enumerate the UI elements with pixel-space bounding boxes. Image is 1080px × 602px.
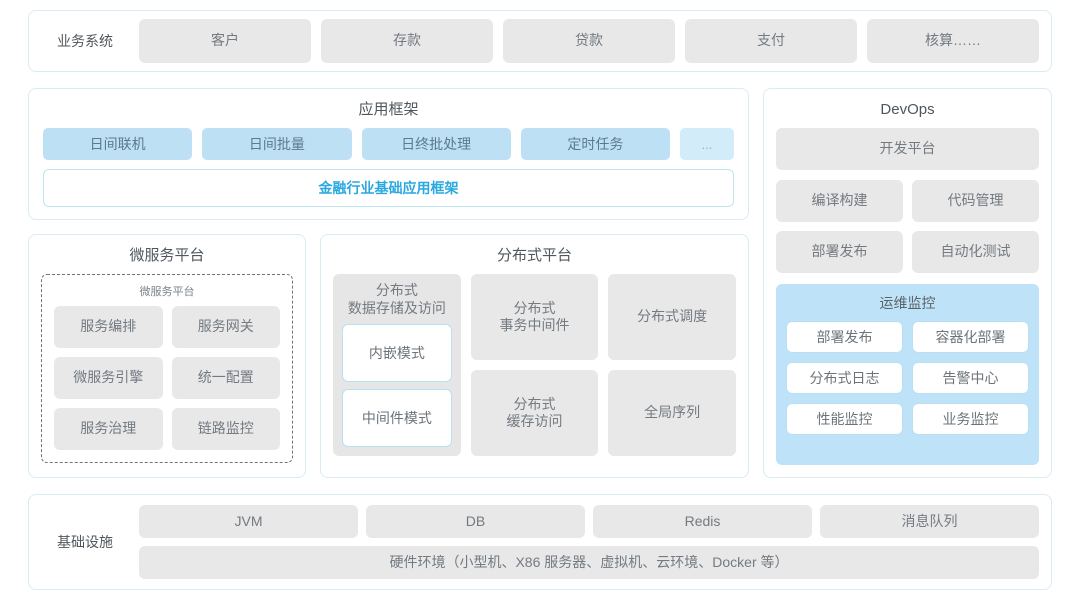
microservice-chip-trace-monitor[interactable]: 链路监控 [171, 408, 280, 450]
microservice-chip-engine[interactable]: 微服务引擎 [54, 357, 163, 399]
appfw-chip-scheduled-task[interactable]: 定时任务 [520, 128, 670, 160]
devops-chip-dev-platform[interactable]: 开发平台 [776, 128, 1039, 170]
ops-chip-business-monitor[interactable]: 业务监控 [912, 403, 1029, 435]
platforms-row: 微服务平台 微服务平台 服务编排 服务网关 微服务引擎 统一配置 服务治理 链路… [28, 234, 749, 478]
microservice-inner-box: 微服务平台 服务编排 服务网关 微服务引擎 统一配置 服务治理 链路监控 [41, 274, 293, 463]
business-chip-accounting[interactable]: 核算…… [867, 19, 1039, 63]
infra-chip-hardware-environment[interactable]: 硬件环境（小型机、X86 服务器、虚拟机、云环境、Docker 等） [139, 546, 1039, 579]
microservice-platform-panel: 微服务平台 微服务平台 服务编排 服务网关 微服务引擎 统一配置 服务治理 链路… [28, 234, 306, 478]
business-systems-label: 业务系统 [57, 33, 113, 49]
ops-chip-deploy-release[interactable]: 部署发布 [786, 321, 903, 353]
devops-title: DevOps [880, 101, 935, 118]
business-chip-deposit[interactable]: 存款 [321, 19, 493, 63]
ops-monitoring-panel: 运维监控 部署发布 容器化部署 分布式日志 告警中心 性能监控 业务监控 [776, 284, 1039, 465]
appfw-chip-daytime-batch[interactable]: 日间批量 [202, 128, 352, 160]
appfw-chip-more[interactable]: ... [680, 128, 734, 160]
infra-chip-jvm[interactable]: JVM [139, 505, 358, 538]
middle-section: 应用框架 日间联机 日间批量 日终批处理 定时任务 ... 金融行业基础应用框架… [28, 88, 1052, 478]
application-framework-panel: 应用框架 日间联机 日间批量 日终批处理 定时任务 ... 金融行业基础应用框架 [28, 88, 749, 220]
business-chip-payment[interactable]: 支付 [685, 19, 857, 63]
distributed-chip-cache-access[interactable]: 分布式 缓存访问 [470, 370, 599, 456]
financial-foundation-framework-bar[interactable]: 金融行业基础应用框架 [43, 169, 734, 207]
distributed-platform-title: 分布式平台 [496, 247, 572, 264]
distributed-platform-panel: 分布式平台 分布式 数据存储及访问 内嵌模式 中间件模式 分布式 事务中间件 分… [320, 234, 749, 478]
ops-chip-alert-center[interactable]: 告警中心 [912, 362, 1029, 394]
ops-monitoring-grid: 部署发布 容器化部署 分布式日志 告警中心 性能监控 业务监控 [786, 321, 1029, 435]
distributed-items-grid: 分布式 数据存储及访问 内嵌模式 中间件模式 分布式 事务中间件 分布式调度 分… [333, 274, 736, 456]
application-framework-title: 应用框架 [358, 101, 419, 118]
microservice-inner-title: 微服务平台 [139, 286, 195, 298]
ops-monitoring-title: 运维监控 [879, 295, 936, 311]
microservice-chip-unified-config[interactable]: 统一配置 [171, 357, 280, 399]
microservice-chip-governance[interactable]: 服务治理 [54, 408, 163, 450]
distributed-mode-embedded[interactable]: 内嵌模式 [342, 324, 452, 382]
application-framework-chips: 日间联机 日间批量 日终批处理 定时任务 ... [43, 128, 734, 160]
appfw-chip-daytime-online[interactable]: 日间联机 [43, 128, 193, 160]
devops-chip-compile-build[interactable]: 编译构建 [776, 180, 903, 222]
middle-left-column: 应用框架 日间联机 日间批量 日终批处理 定时任务 ... 金融行业基础应用框架… [28, 88, 749, 478]
devops-items-grid: 编译构建 代码管理 部署发布 自动化测试 [776, 180, 1039, 273]
devops-chip-code-management[interactable]: 代码管理 [912, 180, 1039, 222]
infrastructure-label: 基础设施 [57, 534, 113, 550]
distributed-chip-global-sequence[interactable]: 全局序列 [608, 370, 736, 456]
devops-chip-deploy-release[interactable]: 部署发布 [776, 231, 903, 273]
microservice-chip-gateway[interactable]: 服务网关 [171, 306, 280, 348]
business-chip-loan[interactable]: 贷款 [503, 19, 675, 63]
ops-chip-distributed-log[interactable]: 分布式日志 [786, 362, 903, 394]
microservice-chip-orchestration[interactable]: 服务编排 [54, 306, 163, 348]
appfw-chip-eod-batch[interactable]: 日终批处理 [361, 128, 511, 160]
infrastructure-items-row: JVM DB Redis 消息队列 [139, 505, 1039, 538]
infrastructure-panel: 基础设施 JVM DB Redis 消息队列 硬件环境（小型机、X86 服务器、… [28, 494, 1052, 590]
devops-column: DevOps 开发平台 编译构建 代码管理 部署发布 自动化测试 运维监控 部署… [763, 88, 1052, 478]
distributed-mode-middleware[interactable]: 中间件模式 [342, 389, 452, 447]
microservice-items-grid: 服务编排 服务网关 微服务引擎 统一配置 服务治理 链路监控 [54, 306, 280, 450]
distributed-storage-title: 分布式 数据存储及访问 [347, 282, 446, 316]
infra-chip-db[interactable]: DB [366, 505, 585, 538]
infra-chip-redis[interactable]: Redis [593, 505, 812, 538]
business-systems-panel: 业务系统 客户 存款 贷款 支付 核算…… [28, 10, 1052, 72]
ops-chip-performance-monitor[interactable]: 性能监控 [786, 403, 903, 435]
infrastructure-stack: JVM DB Redis 消息队列 硬件环境（小型机、X86 服务器、虚拟机、云… [139, 505, 1039, 579]
distributed-storage-card: 分布式 数据存储及访问 内嵌模式 中间件模式 [333, 274, 461, 456]
devops-chip-automated-test[interactable]: 自动化测试 [912, 231, 1039, 273]
ops-chip-containerized-deploy[interactable]: 容器化部署 [912, 321, 1029, 353]
devops-panel: DevOps 开发平台 编译构建 代码管理 部署发布 自动化测试 运维监控 部署… [763, 88, 1052, 478]
distributed-chip-transaction-middleware[interactable]: 分布式 事务中间件 [470, 274, 599, 360]
distributed-chip-scheduling[interactable]: 分布式调度 [608, 274, 736, 360]
microservice-platform-title: 微服务平台 [129, 247, 205, 264]
infra-chip-message-queue[interactable]: 消息队列 [820, 505, 1039, 538]
business-chip-customer[interactable]: 客户 [139, 19, 311, 63]
